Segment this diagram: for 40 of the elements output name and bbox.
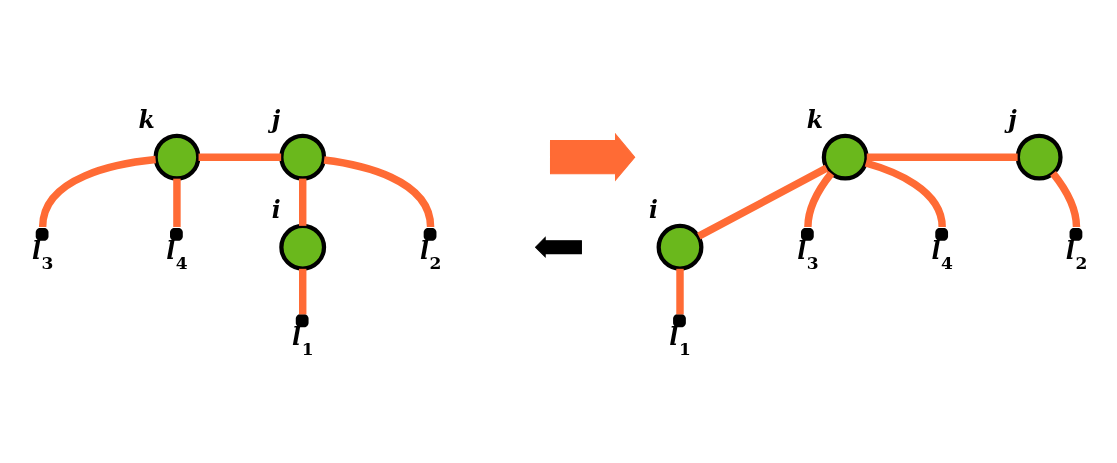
node-label: l$_{3}$ [797, 236, 819, 273]
node-circle [656, 223, 704, 271]
connector [38, 155, 157, 228]
connector [198, 153, 282, 161]
node-label: i [271, 196, 281, 225]
connector [697, 164, 829, 240]
node-dot [35, 228, 49, 241]
node-dot [800, 228, 814, 241]
node-label: i [649, 196, 658, 225]
node-label: l$_{1}$ [669, 322, 691, 359]
node-circle [153, 133, 201, 181]
node-label: k [138, 105, 155, 134]
node-label: l$_{3}$ [31, 236, 54, 273]
node-dot [423, 228, 437, 241]
node-dot [1069, 228, 1083, 241]
connector [676, 268, 684, 315]
node-dot [295, 314, 309, 328]
node-dot [673, 314, 686, 328]
node-label: l$_{4}$ [931, 236, 953, 273]
node-dot [935, 228, 949, 241]
connector [298, 178, 307, 226]
connector [1050, 171, 1081, 228]
node-label: l$_{2}$ [419, 236, 442, 273]
connector [866, 153, 1018, 161]
node-arrow [549, 132, 636, 182]
node-curved-arrow [534, 236, 582, 259]
node-circle [821, 133, 869, 181]
connector [298, 268, 307, 315]
node-circle [1015, 133, 1063, 181]
node-circle [279, 133, 327, 181]
node-label: l$_{4}$ [166, 236, 188, 273]
node-label: l$_{2}$ [1065, 236, 1088, 273]
node-label: k [806, 105, 824, 134]
node-label: l$_{1}$ [292, 322, 314, 359]
node-dot [170, 228, 183, 241]
connector [173, 178, 181, 227]
connector [323, 156, 435, 228]
node-circle [279, 223, 327, 271]
connector [864, 159, 946, 228]
connector [804, 171, 835, 228]
